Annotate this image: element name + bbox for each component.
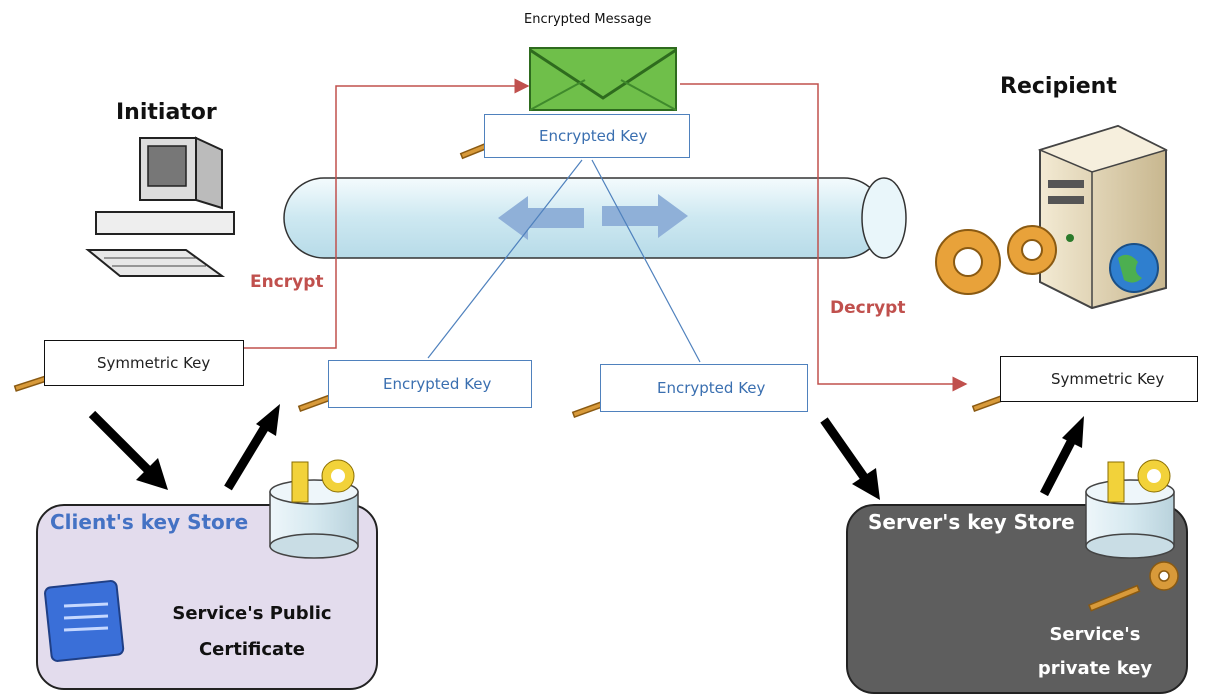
channel-pipe (283, 177, 907, 259)
encrypted-message-label: Encrypted Message (524, 12, 652, 27)
client-cert-text: Service's Public Certificate (152, 596, 352, 668)
key-connector-lines (427, 159, 701, 363)
computer-icon (85, 136, 235, 277)
recipient-label: Recipient (1000, 74, 1117, 99)
server-key-text: Service's private key (1010, 618, 1180, 686)
server-key-line2: private key (1037, 658, 1153, 679)
server-key-line1: Service's (1049, 624, 1141, 645)
left-symmetric-key-box: Symmetric Key (44, 340, 244, 386)
mid-right-encrypted-key-box: Encrypted Key (600, 364, 808, 412)
mid-right-encrypted-key-label: Encrypted Key (657, 379, 766, 397)
top-encrypted-key-box: Encrypted Key (484, 114, 690, 158)
mid-left-encrypted-key-label: Encrypted Key (383, 375, 492, 393)
encrypt-path (244, 78, 530, 349)
left-symmetric-key-label: Symmetric Key (97, 354, 211, 372)
encrypt-label: Encrypt (250, 272, 324, 292)
globe-icon (1109, 243, 1159, 293)
black-arrows (88, 410, 1078, 497)
gears-icon (935, 225, 1057, 295)
mid-left-encrypted-key-box: Encrypted Key (328, 360, 532, 408)
right-symmetric-key-box: Symmetric Key (1000, 356, 1198, 402)
client-cert-line1: Service's Public (172, 603, 332, 624)
right-symmetric-key-label: Symmetric Key (1051, 370, 1165, 388)
envelope-icon (529, 47, 677, 111)
decrypt-label: Decrypt (830, 298, 906, 318)
client-cert-line2: Certificate (198, 639, 306, 660)
decrypt-path (680, 83, 968, 392)
black-arrowheads (136, 404, 1084, 500)
server-key-store-title: Server's key Store (868, 510, 1075, 534)
client-key-store-title: Client's key Store (50, 510, 249, 534)
right-arrow-icon (602, 194, 688, 238)
initiator-label: Initiator (116, 100, 217, 125)
left-arrow-icon (498, 196, 584, 240)
top-encrypted-key-label: Encrypted Key (539, 127, 648, 145)
